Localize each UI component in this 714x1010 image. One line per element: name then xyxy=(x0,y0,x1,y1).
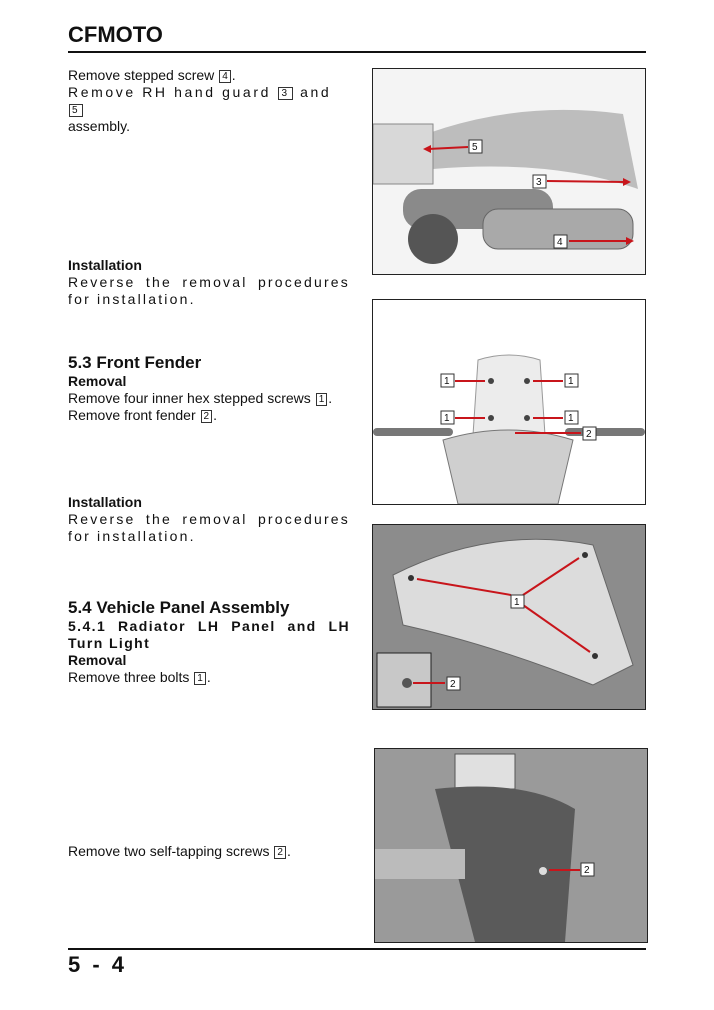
installation-text: Reverse the removal procedures for insta… xyxy=(68,511,350,544)
removal-heading: Removal xyxy=(68,652,127,668)
callout-label: 1 xyxy=(444,413,450,424)
callout-ref: 2 xyxy=(200,410,213,423)
self-tapping-step: Remove two self-tapping screws 2. xyxy=(68,843,291,859)
callout-label: 1 xyxy=(568,413,574,424)
figure-self-tapping-screws: 2 xyxy=(374,748,648,943)
footer-rule xyxy=(68,948,646,950)
section-5-4: 5.4 Vehicle Panel Assembly 5.4.1 Radiato… xyxy=(68,598,350,685)
callout-ref: 5 xyxy=(69,104,84,117)
figure-front-fender: 1 1 1 1 2 xyxy=(372,299,646,505)
step-text: and xyxy=(300,84,332,100)
figure-radiator-panel: 1 2 xyxy=(372,524,646,710)
page-number: 5 - 4 xyxy=(68,952,128,977)
step-text: Remove stepped screw xyxy=(68,67,215,83)
callout-label: 4 xyxy=(557,237,563,248)
removal-heading: Removal xyxy=(68,373,127,389)
callout-ref: 1 xyxy=(194,672,206,685)
callout-label: 5 xyxy=(472,142,478,153)
step-text: Remove two self-tapping screws xyxy=(68,843,270,859)
step-text: Remove RH hand guard xyxy=(68,84,271,100)
callout-ref: 1 xyxy=(315,393,328,406)
header-rule xyxy=(68,51,646,53)
callout-label: 1 xyxy=(514,597,520,608)
callout-label: 2 xyxy=(584,865,590,876)
section-title: 5.4 Vehicle Panel Assembly xyxy=(68,598,290,617)
callout-ref: 4 xyxy=(219,70,231,83)
section-title: 5.3 Front Fender xyxy=(68,353,202,372)
installation-heading: Installation xyxy=(68,494,142,510)
callout-label: 2 xyxy=(450,679,456,690)
installation-block-1: Installation Reverse the removal procedu… xyxy=(68,257,350,308)
installation-text: Reverse the removal procedures for insta… xyxy=(68,274,350,307)
figure-handguard: 5 3 4 xyxy=(372,68,646,275)
callout-label: 1 xyxy=(444,376,450,387)
handguard-steps: Remove stepped screw 4. Remove RH hand g… xyxy=(68,67,350,135)
callout-label: 2 xyxy=(586,429,592,440)
callout-ref: 2 xyxy=(274,846,286,859)
section-5-3: 5.3 Front Fender Removal Remove four inn… xyxy=(68,353,350,424)
installation-block-2: Installation Reverse the removal procedu… xyxy=(68,494,350,545)
callout-label: 3 xyxy=(536,177,542,188)
callout-label: 1 xyxy=(568,376,574,387)
subsection-title: 5.4.1 Radiator LH Panel and LH Turn Ligh… xyxy=(68,618,350,651)
step-text: assembly. xyxy=(68,118,130,134)
step-text: Remove front fender xyxy=(68,407,196,423)
step-text: Remove four inner hex stepped screws xyxy=(68,390,311,406)
step-text: Remove three bolts xyxy=(68,669,190,685)
callout-ref: 3 xyxy=(278,87,293,100)
brand-header: CFMOTO xyxy=(68,22,163,47)
installation-heading: Installation xyxy=(68,257,142,273)
